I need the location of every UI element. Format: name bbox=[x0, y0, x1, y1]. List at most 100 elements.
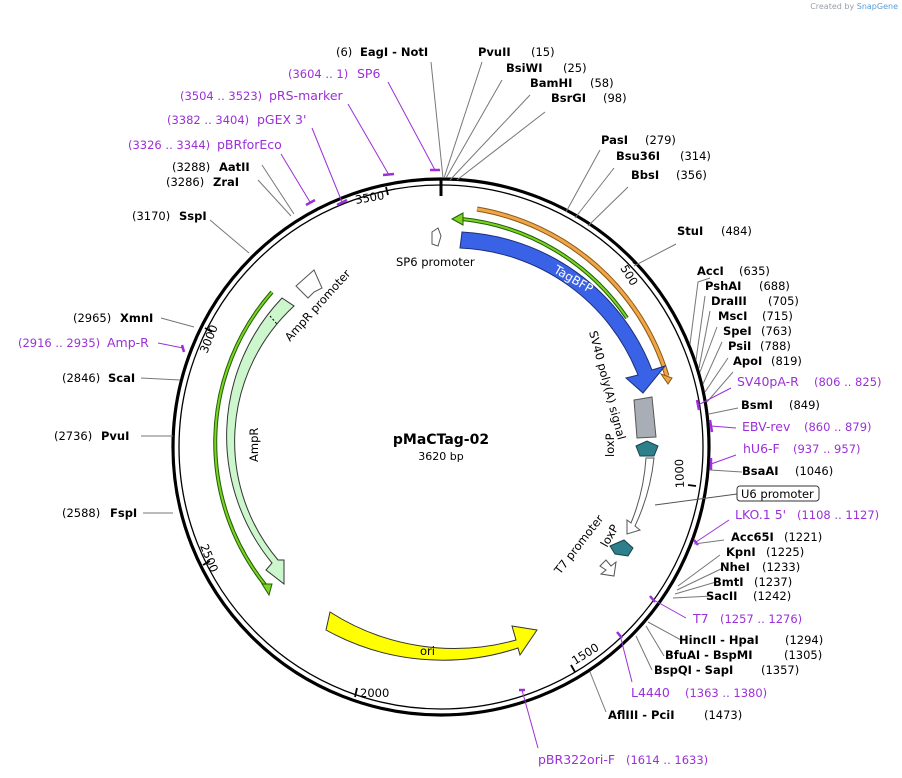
primer-amp-r[interactable]: (2916 .. 2935) Amp-R bbox=[18, 335, 149, 350]
primer-leader-lines bbox=[157, 81, 737, 749]
site-name: AccI bbox=[697, 264, 724, 278]
site-pvuii[interactable]: PvuII (15) bbox=[478, 45, 555, 59]
site-name: BsmI bbox=[741, 398, 773, 412]
site-afliii-pcii[interactable]: AflIII - PciI (1473) bbox=[608, 708, 742, 722]
primer-range: (937 .. 957) bbox=[793, 442, 861, 456]
site-name: Acc65I bbox=[731, 530, 774, 544]
primer-sp6[interactable]: (3604 .. 1) SP6 bbox=[288, 66, 380, 81]
primer-lko1-5[interactable]: LKO.1 5' (1108 .. 1127) bbox=[735, 507, 879, 522]
site-leader-lines bbox=[140, 61, 743, 713]
snapgene-credit: Created by SnapGene bbox=[810, 2, 898, 11]
site-pos: (356) bbox=[676, 168, 707, 182]
plasmid-size: 3620 bp bbox=[418, 450, 463, 463]
site-xmni[interactable]: (2965) XmnI bbox=[73, 311, 153, 325]
loxp-feature-2[interactable] bbox=[609, 539, 634, 557]
site-pvui[interactable]: (2736) PvuI bbox=[54, 429, 129, 443]
site-msci[interactable]: MscI (715) bbox=[718, 309, 793, 323]
primer-range: (860 .. 879) bbox=[804, 420, 872, 434]
site-sspi[interactable]: (3170) SspI bbox=[132, 209, 207, 223]
site-draiii[interactable]: DraIII (705) bbox=[711, 294, 799, 308]
site-hincii-hpai[interactable]: HincII - HpaI (1294) bbox=[679, 633, 823, 647]
site-name: PvuII bbox=[478, 45, 511, 59]
sp6-promoter-feature[interactable] bbox=[431, 227, 442, 247]
site-pos: (2736) bbox=[54, 429, 92, 443]
site-kpni[interactable]: KpnI (1225) bbox=[726, 545, 804, 559]
site-aatii[interactable]: (3288) AatII bbox=[172, 160, 250, 174]
primer-hu6-f[interactable]: hU6-F (937 .. 957) bbox=[743, 441, 861, 456]
site-name: BfuAI - BspMI bbox=[665, 648, 752, 662]
primer-pbrforeco[interactable]: (3326 .. 3344) pBRforEco bbox=[128, 137, 282, 152]
site-acc65i[interactable]: Acc65I (1221) bbox=[731, 530, 822, 544]
ampr-promoter-feature[interactable] bbox=[295, 269, 323, 299]
site-name: FspI bbox=[110, 506, 137, 520]
site-pasi[interactable]: PasI (279) bbox=[601, 133, 676, 147]
site-pos: (1221) bbox=[784, 530, 822, 544]
tagbfp-feature[interactable] bbox=[459, 231, 667, 394]
site-pos: (1046) bbox=[795, 464, 833, 478]
site-name: SpeI bbox=[723, 324, 752, 338]
site-psii[interactable]: PsiI (788) bbox=[728, 339, 791, 353]
site-bmti[interactable]: BmtI (1237) bbox=[713, 575, 792, 589]
site-pos: (849) bbox=[789, 398, 820, 412]
site-pos: (788) bbox=[760, 339, 791, 353]
site-name: ZraI bbox=[213, 175, 239, 189]
primer-range: (2916 .. 2935) bbox=[18, 336, 100, 350]
site-pos: (2846) bbox=[62, 371, 100, 385]
site-bsu36i[interactable]: Bsu36I (314) bbox=[616, 149, 711, 163]
primer-prs-marker[interactable]: (3504 .. 3523) pRS-marker bbox=[180, 88, 344, 103]
tick-label: 3500 bbox=[354, 188, 385, 207]
site-labels: (6) EagI - NotI PvuII (15) BsiWI (25) Ba… bbox=[54, 45, 833, 722]
loxp-feature-1[interactable] bbox=[635, 440, 659, 457]
site-apoi[interactable]: ApoI (819) bbox=[733, 354, 802, 368]
outline-feature-arc[interactable] bbox=[626, 457, 655, 535]
site-pos: (1473) bbox=[704, 708, 742, 722]
site-pshai[interactable]: PshAI (688) bbox=[705, 279, 790, 293]
primer-sv40pa-r[interactable]: SV40pA-R (806 .. 825) bbox=[737, 374, 882, 389]
site-name: ScaI bbox=[108, 371, 135, 385]
primer-name: T7 bbox=[692, 611, 709, 626]
site-name: KpnI bbox=[726, 545, 756, 559]
site-zrai[interactable]: (3286) ZraI bbox=[166, 175, 239, 189]
green-arrow-head-left bbox=[261, 583, 273, 597]
site-pos: (279) bbox=[645, 133, 676, 147]
site-fspi[interactable]: (2588) FspI bbox=[62, 506, 137, 520]
site-pos: (819) bbox=[771, 354, 802, 368]
primer-name: SP6 bbox=[357, 66, 380, 81]
ampr-feature[interactable] bbox=[226, 297, 295, 586]
primer-l4440[interactable]: L4440 (1363 .. 1380) bbox=[631, 685, 767, 700]
site-bsaai[interactable]: BsaAI (1046) bbox=[742, 464, 833, 478]
site-bfuai-bspmi[interactable]: BfuAI - BspMI (1305) bbox=[665, 648, 822, 662]
primer-name: Amp-R bbox=[107, 335, 149, 350]
site-sacii[interactable]: SacII (1242) bbox=[706, 589, 791, 603]
site-name: EagI - NotI bbox=[360, 45, 428, 59]
site-pos: (3286) bbox=[166, 175, 204, 189]
site-bamhi[interactable]: BamHI (58) bbox=[530, 76, 614, 90]
site-nhei[interactable]: NheI (1233) bbox=[720, 560, 800, 574]
site-pos: (484) bbox=[721, 224, 752, 238]
primer-name: SV40pA-R bbox=[737, 374, 799, 389]
loxp-label-1: loxP bbox=[603, 433, 617, 457]
primer-name: hU6-F bbox=[743, 441, 780, 456]
primer-range: (3504 .. 3523) bbox=[180, 89, 262, 103]
site-bbsi[interactable]: BbsI (356) bbox=[631, 168, 707, 182]
t7-promoter-feature[interactable] bbox=[599, 559, 617, 577]
site-scai[interactable]: (2846) ScaI bbox=[62, 371, 135, 385]
primer-pgex3[interactable]: (3382 .. 3404) pGEX 3' bbox=[167, 112, 306, 127]
sv40-polya-feature[interactable] bbox=[633, 396, 657, 439]
site-pos: (1225) bbox=[766, 545, 804, 559]
site-spei[interactable]: SpeI (763) bbox=[723, 324, 792, 338]
u6-promoter-box[interactable]: U6 promoter bbox=[654, 485, 820, 506]
primer-t7[interactable]: T7 (1257 .. 1276) bbox=[692, 611, 802, 626]
site-stui[interactable]: StuI (484) bbox=[677, 224, 752, 238]
primer-pbr322ori-f[interactable]: pBR322ori-F (1614 .. 1633) bbox=[538, 752, 708, 767]
ori-feature[interactable] bbox=[325, 611, 538, 661]
site-bsrgi[interactable]: BsrGI (98) bbox=[551, 91, 627, 105]
tick-label: 2000 bbox=[360, 686, 389, 700]
site-eagi-noti[interactable]: (6) EagI - NotI bbox=[336, 45, 428, 59]
site-bspqi-sapi[interactable]: BspQI - SapI (1357) bbox=[654, 663, 799, 677]
site-bsiwi[interactable]: BsiWI (25) bbox=[506, 61, 587, 75]
site-bsmi[interactable]: BsmI (849) bbox=[741, 398, 820, 412]
site-acci[interactable]: AccI (635) bbox=[697, 264, 770, 278]
primer-ebv-rev[interactable]: EBV-rev (860 .. 879) bbox=[742, 419, 872, 434]
